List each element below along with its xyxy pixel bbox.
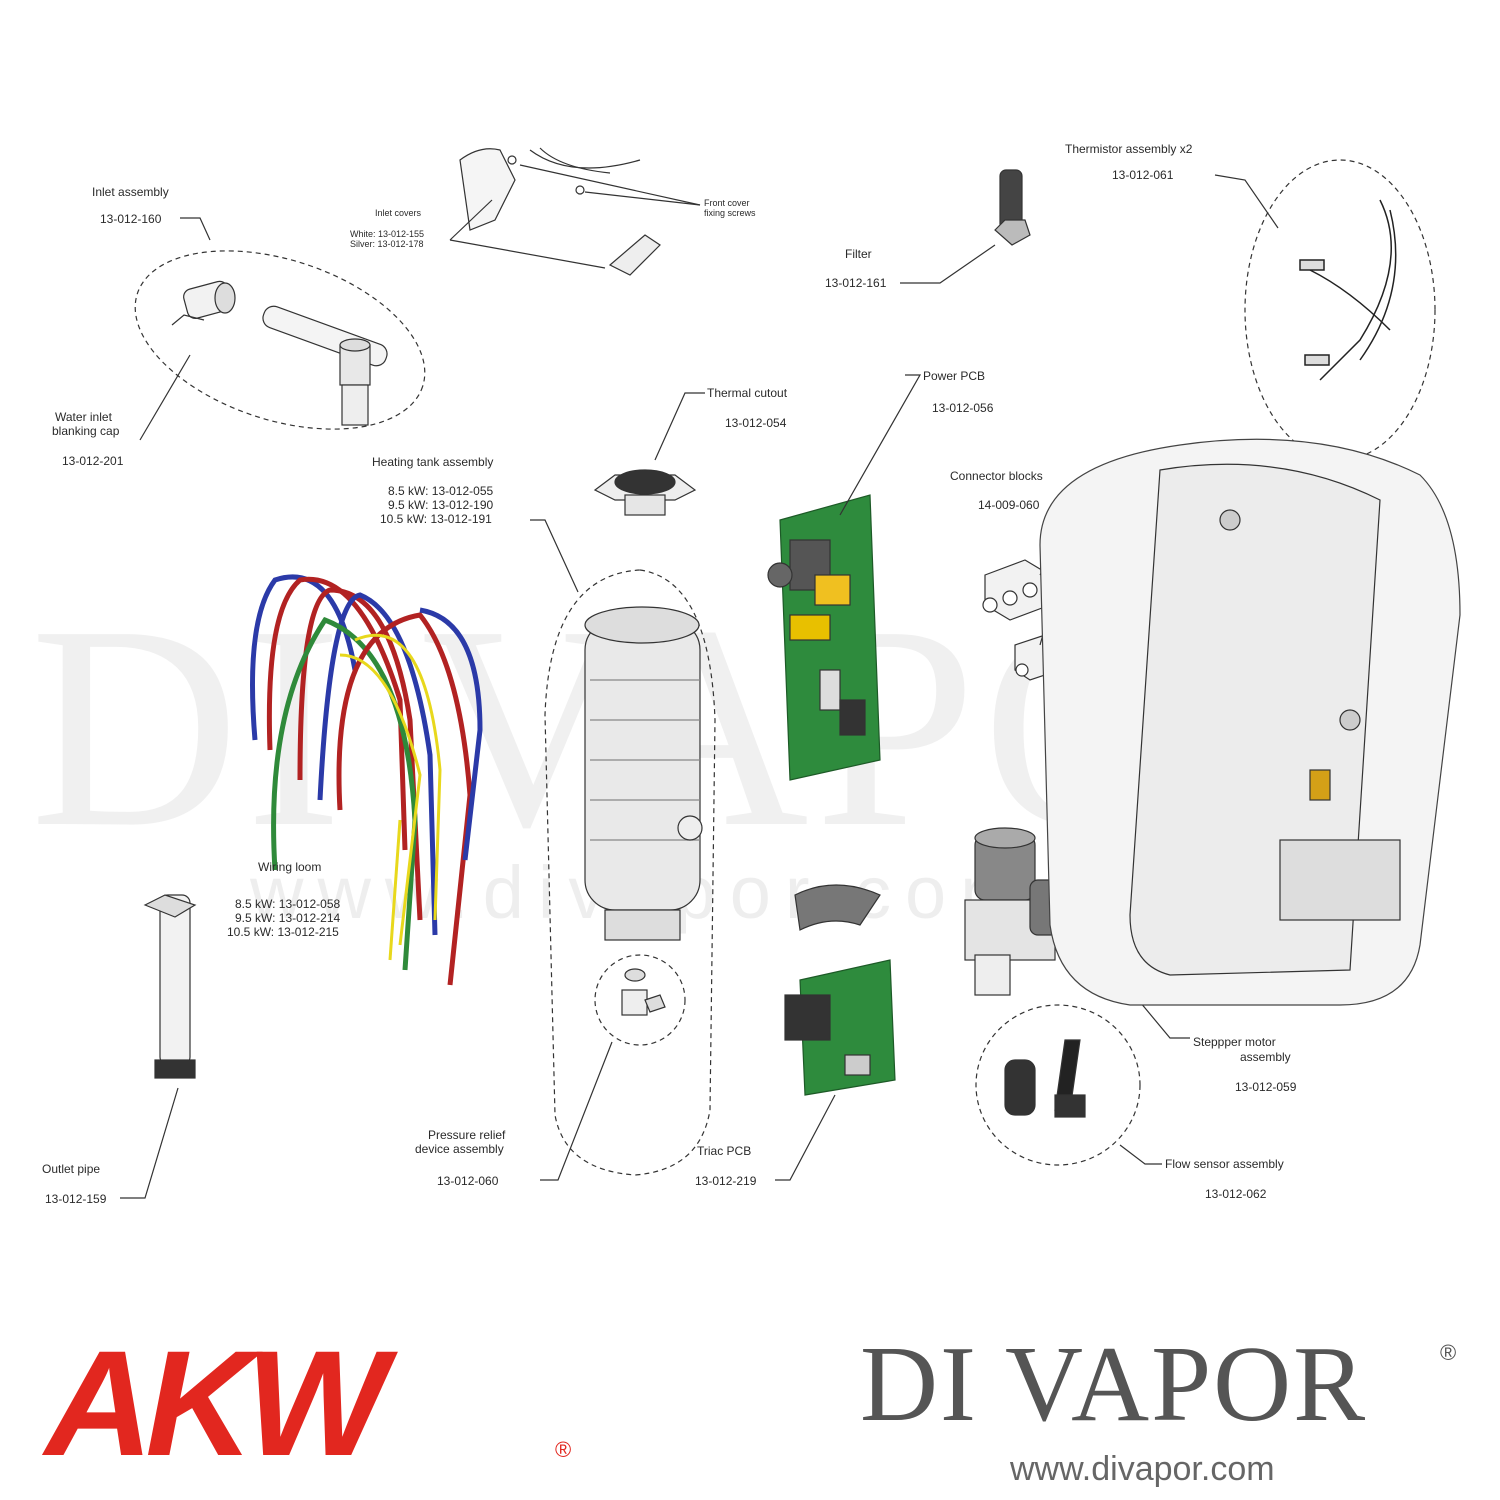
leader-outlet-pipe <box>120 1087 179 1199</box>
leader-thermal-cutout <box>654 392 705 461</box>
thermal-cutout-code: 13-012-054 <box>725 416 787 430</box>
filter-part <box>994 169 1031 246</box>
pressure-relief-code: 13-012-060 <box>437 1174 499 1188</box>
pressure-relief-label-2: device assembly <box>415 1142 504 1156</box>
heating-tank-part <box>584 606 703 941</box>
water-inlet-code: 13-012-201 <box>62 454 124 468</box>
inlet-assembly-label: Inlet assembly <box>92 185 169 199</box>
leader-inlet-covers <box>449 239 606 269</box>
front-cover-label: Front cover <box>704 198 750 208</box>
akw-logo: AKW <box>45 1319 387 1487</box>
connector-blocks-label: Connector blocks <box>950 469 1043 483</box>
heating-tank-105: 10.5 kW: 13-012-191 <box>380 512 492 526</box>
thermistor-wires <box>1299 199 1397 381</box>
heating-tank-label: Heating tank assembly <box>372 455 494 469</box>
triac-pcb-part <box>784 884 896 1096</box>
leader-filter <box>900 244 996 284</box>
stepper-label-2: assembly <box>1240 1050 1291 1064</box>
outlet-pipe-label: Outlet pipe <box>42 1162 101 1176</box>
leader-heating-tank <box>530 519 579 593</box>
leader-pressure-relief <box>540 1041 613 1181</box>
main-housing-part <box>1039 438 1461 1006</box>
leader-thermistor <box>1214 174 1279 229</box>
wiring-loom-105: 10.5 kW: 13-012-215 <box>227 925 339 939</box>
power-pcb-code: 13-012-056 <box>932 401 994 415</box>
thermal-cutout-label: Thermal cutout <box>707 386 788 400</box>
inlet-covers-silver: Silver: 13-012-178 <box>350 239 424 249</box>
front-cover-part <box>459 147 661 276</box>
wiring-loom-95: 9.5 kW: 13-012-214 <box>235 911 341 925</box>
flow-sensor-group-outline <box>975 1004 1141 1166</box>
thermistor-code: 13-012-061 <box>1112 168 1174 182</box>
water-inlet-label: Water inlet <box>55 410 112 424</box>
power-pcb-part <box>767 494 881 781</box>
power-pcb-label: Power PCB <box>923 369 986 383</box>
divapor-registered-mark: ® <box>1440 1340 1457 1365</box>
leader-inlet-assembly <box>180 217 211 241</box>
leader-triac-pcb <box>775 1094 836 1181</box>
pressure-relief-group-outline <box>594 954 686 1046</box>
heating-tank-group-outline <box>544 569 716 1176</box>
thermal-cutout-part <box>593 469 697 516</box>
wiring-loom-part <box>250 574 483 986</box>
flow-sensor-label: Flow sensor assembly <box>1165 1157 1284 1171</box>
stepper-code: 13-012-059 <box>1235 1080 1297 1094</box>
inlet-covers-label: Inlet covers <box>375 208 422 218</box>
inlet-cap-part <box>171 280 236 326</box>
connector-blocks-code: 14-009-060 <box>978 498 1040 512</box>
outlet-pipe-part <box>143 894 197 1079</box>
water-inlet-label-2: blanking cap <box>52 424 120 438</box>
thermistor-group-outline <box>1244 159 1436 461</box>
stepper-label: Steppper motor <box>1193 1035 1276 1049</box>
inlet-assembly-code: 13-012-160 <box>100 212 162 226</box>
leader-flow-sensor <box>1119 1144 1162 1165</box>
divapor-logo: DI VAPOR <box>860 1325 1368 1444</box>
leader-water-inlet <box>139 354 191 441</box>
divapor-url[interactable]: www.divapor.com <box>1010 1450 1275 1488</box>
pressure-relief-label: Pressure relief <box>428 1128 506 1142</box>
filter-code: 13-012-161 <box>825 276 887 290</box>
leader-inlet-covers-2 <box>449 199 493 241</box>
triac-pcb-label: Triac PCB <box>697 1144 752 1158</box>
outlet-pipe-code: 13-012-159 <box>45 1192 107 1206</box>
heating-tank-95: 9.5 kW: 13-012-190 <box>388 498 494 512</box>
inlet-covers-white: White: 13-012-155 <box>350 229 425 239</box>
heating-tank-85: 8.5 kW: 13-012-055 <box>388 484 494 498</box>
thermistor-label: Thermistor assembly x2 <box>1065 142 1193 156</box>
inlet-pipe-part <box>262 305 388 426</box>
leader-front-cover-b <box>584 191 701 206</box>
front-cover-label-2: fixing screws <box>704 208 756 218</box>
leader-front-cover-a <box>519 164 701 206</box>
flow-sensor-part <box>1004 1039 1086 1118</box>
akw-registered-mark: ® <box>555 1437 572 1462</box>
wiring-loom-85: 8.5 kW: 13-012-058 <box>235 897 341 911</box>
exploded-parts-diagram <box>120 147 1461 1199</box>
wiring-loom-label: Wiring loom <box>258 860 322 874</box>
inlet-assembly-group-outline <box>134 250 426 430</box>
pressure-relief-part <box>594 954 686 1046</box>
filter-label: Filter <box>845 247 872 261</box>
leader-power-pcb <box>839 374 922 516</box>
flow-sensor-code: 13-012-062 <box>1205 1187 1267 1201</box>
triac-pcb-code: 13-012-219 <box>695 1174 757 1188</box>
